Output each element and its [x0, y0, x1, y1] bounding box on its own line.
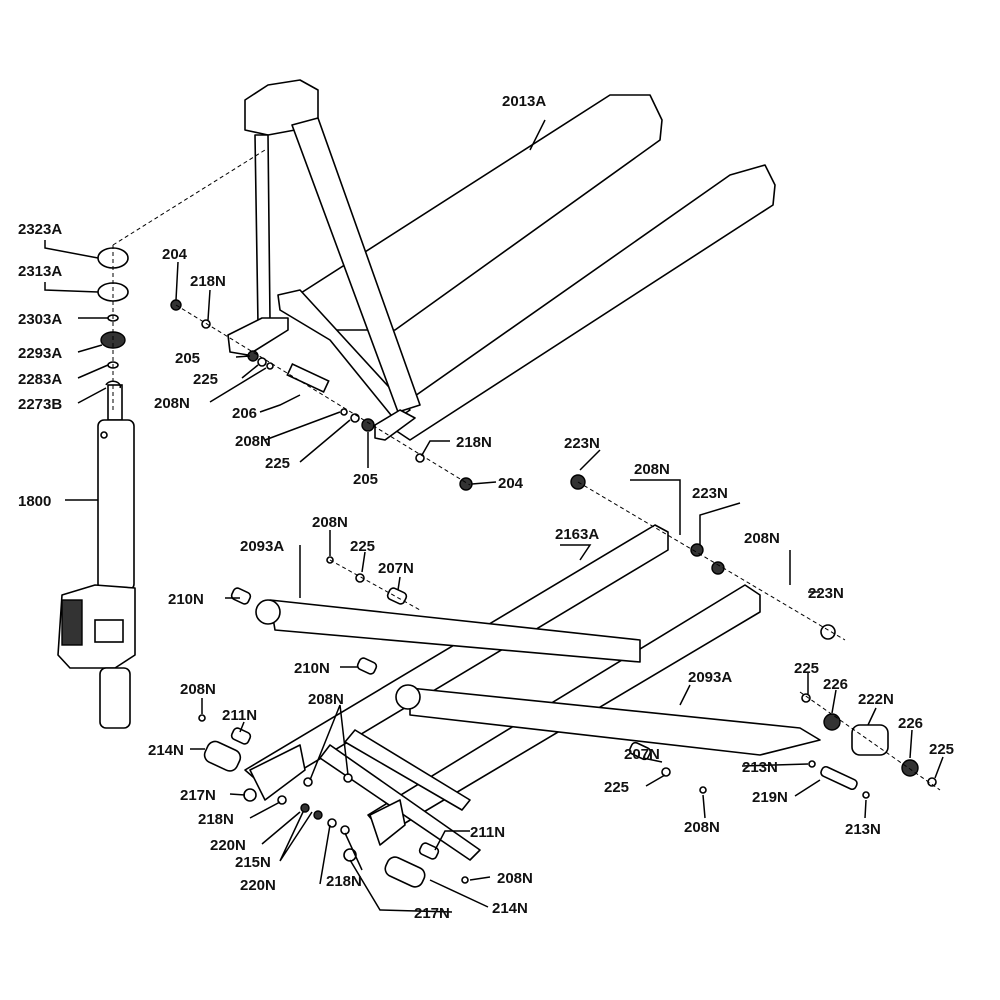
label-218n: 218N	[190, 273, 226, 290]
label-225: 225	[350, 538, 375, 555]
label-2273b: 2273B	[18, 396, 62, 413]
label-213n: 213N	[845, 821, 881, 838]
label-222n: 222N	[858, 691, 894, 708]
label-2313a: 2313A	[18, 263, 62, 280]
label-225: 225	[193, 371, 218, 388]
label-208n: 208N	[180, 681, 216, 698]
label-223n: 223N	[564, 435, 600, 452]
label-217n: 217N	[414, 905, 450, 922]
hydraulic-cylinder	[57, 384, 136, 729]
label-213n: 213N	[742, 759, 778, 776]
label-208n: 208N	[744, 530, 780, 547]
label-210n: 210N	[294, 660, 330, 677]
label-2163a: 2163A	[555, 526, 599, 543]
label-210n: 210N	[168, 591, 204, 608]
label-204: 204	[162, 246, 188, 263]
label-204: 204	[498, 475, 524, 492]
label-225: 225	[794, 660, 819, 677]
fork-frame	[227, 79, 776, 441]
label-211n: 211N	[222, 707, 257, 724]
links	[255, 599, 821, 756]
label-226: 226	[898, 715, 923, 732]
label-217n: 217N	[180, 787, 216, 804]
label-205: 205	[353, 471, 378, 488]
label-207n: 207N	[378, 560, 414, 577]
label-208n: 208N	[634, 461, 670, 478]
label-2093a: 2093A	[688, 669, 732, 686]
label-226: 226	[823, 676, 848, 693]
label-219n: 219N	[752, 789, 788, 806]
label-2283a: 2283A	[18, 371, 62, 388]
label-215n: 215N	[235, 854, 271, 871]
label-225: 225	[929, 741, 954, 758]
label-207n: 207N	[624, 746, 660, 763]
label-225: 225	[604, 779, 629, 796]
label-208n: 208N	[684, 819, 720, 836]
label-206: 206	[232, 405, 257, 422]
label-208n: 208N	[497, 870, 533, 887]
label-218n: 218N	[326, 873, 362, 890]
part-labels: 2013A 2323A 2313A 2303A 2293A 2283A 2273…	[18, 93, 954, 922]
label-220n: 220N	[240, 877, 276, 894]
label-218n: 218N	[456, 434, 492, 451]
label-223n: 223N	[692, 485, 728, 502]
label-208n: 208N	[312, 514, 348, 531]
label-2093a: 2093A	[240, 538, 284, 555]
label-208n: 208N	[154, 395, 190, 412]
label-1800: 1800	[18, 493, 51, 510]
label-214n: 214N	[148, 742, 184, 759]
label-218n: 218N	[198, 811, 234, 828]
label-220n: 220N	[210, 837, 246, 854]
label-2013a: 2013A	[502, 93, 546, 110]
label-205: 205	[175, 350, 200, 367]
label-208n: 208N	[308, 691, 344, 708]
label-208n: 208N	[235, 433, 271, 450]
pump-parts	[97, 149, 266, 410]
label-211n: 211N	[470, 824, 505, 841]
label-225: 225	[265, 455, 290, 472]
leader-lines	[44, 119, 944, 913]
label-2323a: 2323A	[18, 221, 62, 238]
label-223n: 223N	[808, 585, 844, 602]
label-214n: 214N	[492, 900, 528, 917]
label-2303a: 2303A	[18, 311, 62, 328]
label-2293a: 2293A	[18, 345, 62, 362]
